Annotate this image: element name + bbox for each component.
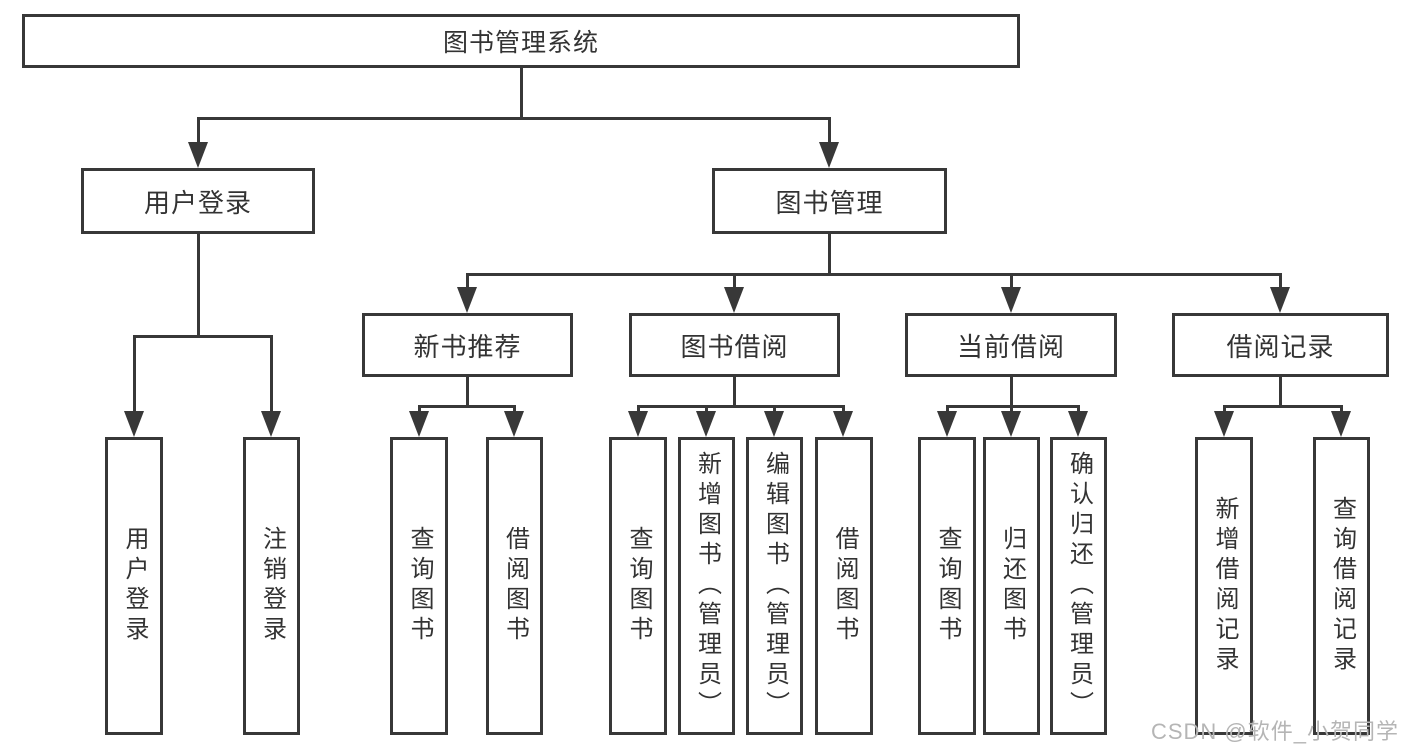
connector-line — [197, 234, 200, 338]
connector-line — [133, 335, 273, 338]
arrow-down-icon — [504, 411, 524, 437]
arrow-down-icon — [409, 411, 429, 437]
arrow-down-icon — [1068, 411, 1088, 437]
arrow-down-icon — [1214, 411, 1234, 437]
connector-line — [466, 377, 469, 408]
leaf-borrowing-add-books-admin: 新增图书（管理员） — [678, 437, 735, 735]
node-new-book-recommendation: 新书推荐 — [362, 313, 573, 377]
node-book-borrowing: 图书借阅 — [629, 313, 840, 377]
connector-line — [733, 377, 736, 408]
connector-line — [1279, 377, 1282, 408]
arrow-down-icon — [124, 411, 144, 437]
connector-line — [270, 335, 273, 413]
connector-line — [733, 273, 736, 289]
arrow-down-icon — [628, 411, 648, 437]
connector-line — [1010, 377, 1013, 408]
arrow-down-icon — [261, 411, 281, 437]
leaf-user-login: 用户登录 — [105, 437, 163, 735]
connector-line — [637, 405, 845, 408]
connector-line — [773, 405, 776, 415]
connector-line — [946, 405, 949, 415]
leaf-current-query-books: 查询图书 — [918, 437, 976, 735]
arrow-down-icon — [1270, 287, 1290, 313]
arrow-down-icon — [724, 287, 744, 313]
arrow-down-icon — [457, 287, 477, 313]
arrow-down-icon — [819, 142, 839, 168]
arrow-down-icon — [188, 142, 208, 168]
leaf-current-confirm-return-admin: 确认归还（管理员） — [1050, 437, 1107, 735]
connector-line — [133, 335, 136, 413]
connector-line — [197, 117, 200, 145]
leaf-records-add-borrow-record: 新增借阅记录 — [1195, 437, 1253, 735]
arrow-down-icon — [1331, 411, 1351, 437]
arrow-down-icon — [833, 411, 853, 437]
connector-line — [466, 273, 469, 289]
connector-line — [513, 405, 516, 415]
leaf-borrowing-query-books: 查询图书 — [609, 437, 667, 735]
connector-line — [828, 234, 831, 276]
leaf-current-return-books: 归还图书 — [983, 437, 1040, 735]
connector-line — [637, 405, 640, 415]
connector-line — [418, 405, 421, 415]
connector-line — [705, 405, 708, 415]
node-borrowing-records: 借阅记录 — [1172, 313, 1389, 377]
connector-line — [1223, 405, 1343, 408]
arrow-down-icon — [937, 411, 957, 437]
node-user-login: 用户登录 — [81, 168, 315, 234]
leaf-borrowing-borrow-books: 借阅图书 — [815, 437, 873, 735]
leaf-logout: 注销登录 — [243, 437, 300, 735]
csdn-watermark: CSDN @软件_小贺同学 — [1150, 719, 1399, 744]
connector-line — [1010, 273, 1013, 289]
node-root-library-system: 图书管理系统 — [22, 14, 1020, 68]
connector-line — [1223, 405, 1226, 415]
connector-line — [828, 117, 831, 145]
node-current-borrowing: 当前借阅 — [905, 313, 1117, 377]
arrow-down-icon — [1001, 287, 1021, 313]
connector-line — [842, 405, 845, 415]
connector-line — [1340, 405, 1343, 415]
arrow-down-icon — [764, 411, 784, 437]
leaf-recommend-query-books: 查询图书 — [390, 437, 448, 735]
connector-line — [946, 405, 1080, 408]
connector-line — [1010, 405, 1013, 415]
leaf-borrowing-edit-books-admin: 编辑图书（管理员） — [746, 437, 803, 735]
node-book-management: 图书管理 — [712, 168, 947, 234]
connector-line — [520, 68, 523, 120]
leaf-recommend-borrow-books: 借阅图书 — [486, 437, 543, 735]
leaf-records-query-borrow-record: 查询借阅记录 — [1313, 437, 1370, 735]
connector-line — [1279, 273, 1282, 289]
connector-line — [197, 117, 831, 120]
connector-line — [466, 273, 1282, 276]
connector-line — [1077, 405, 1080, 415]
arrow-down-icon — [1001, 411, 1021, 437]
connector-line — [418, 405, 516, 408]
arrow-down-icon — [696, 411, 716, 437]
